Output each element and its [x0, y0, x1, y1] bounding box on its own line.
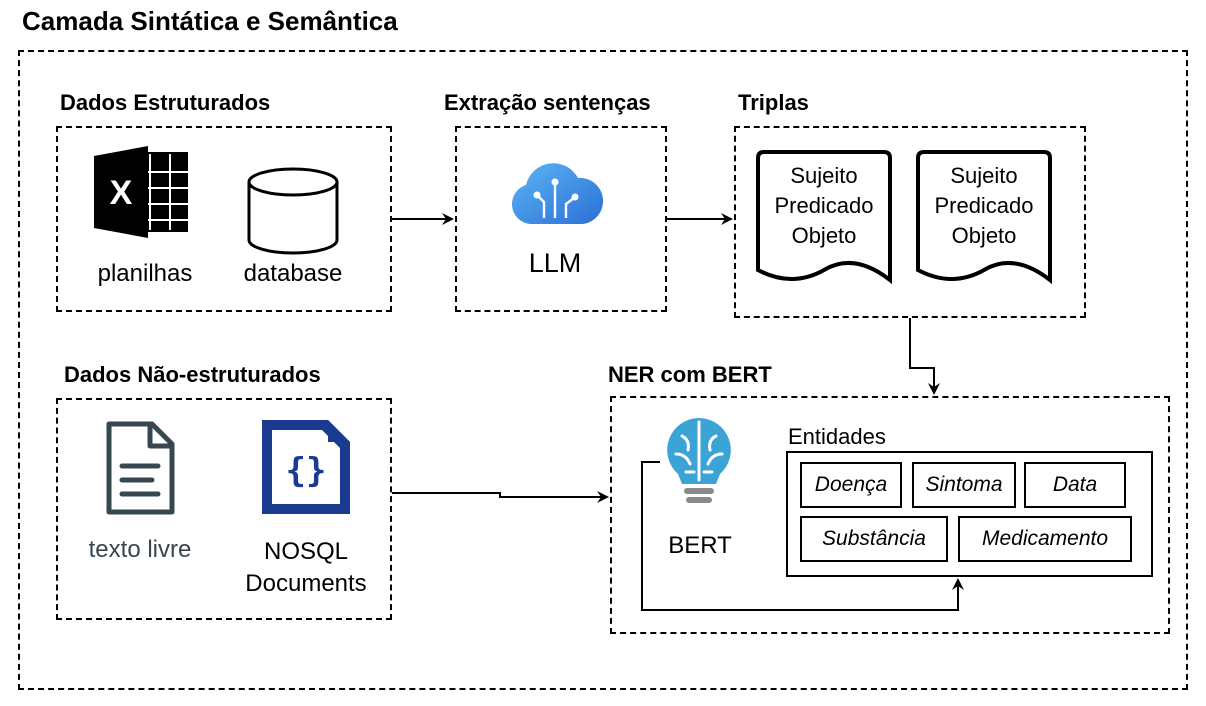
entity-substance: Substância	[800, 516, 948, 562]
triples-title: Triplas	[738, 90, 809, 115]
structured-data-box	[56, 126, 392, 312]
llm-label: LLM	[528, 248, 582, 278]
entities-title: Entidades	[788, 424, 886, 449]
documents-line: Documents	[245, 570, 367, 597]
arrow-unstructured-to-ner	[392, 491, 609, 503]
extraction-title: Extração sentenças	[444, 90, 651, 115]
entities-box	[786, 451, 1153, 577]
database-label: database	[243, 260, 343, 287]
outer-layer-box	[18, 50, 1188, 690]
svg-text:{}: {}	[286, 451, 327, 491]
triple-document-2-shape	[916, 150, 1052, 285]
ner-title: NER com BERT	[608, 362, 772, 387]
object-label: Objeto	[951, 223, 1017, 248]
entity-symptom: Sintoma	[912, 462, 1016, 508]
entity-medication: Medicamento	[958, 516, 1132, 562]
subject-label: Sujeito	[790, 163, 858, 188]
nosql-line: NOSQL	[263, 538, 349, 565]
triple-document-1-shape	[756, 150, 892, 285]
entity-disease: Doença	[800, 462, 902, 508]
text-file-icon	[106, 421, 175, 515]
nosql-documents-label: NOSQL Documents	[236, 536, 376, 600]
predicate-label: Predicado	[934, 193, 1034, 218]
triple-document-1: Sujeito Predicado Objeto	[754, 161, 894, 251]
entity-date: Data	[1024, 462, 1126, 508]
bert-label: BERT	[668, 532, 732, 559]
arrow-triples-to-ner	[909, 318, 940, 395]
brain-lightbulb-icon	[667, 418, 731, 503]
unstructured-data-title: Dados Não-estruturados	[64, 362, 321, 387]
extraction-box	[455, 126, 667, 312]
json-file-icon: {}	[262, 420, 350, 514]
excel-icon: X	[94, 146, 188, 238]
object-label: Objeto	[791, 223, 857, 248]
database-icon	[247, 167, 339, 255]
triples-box	[734, 126, 1086, 318]
arrow-bert-to-entities	[641, 461, 964, 611]
cloud-ai-icon	[511, 163, 604, 224]
ner-box	[610, 396, 1170, 634]
subject-label: Sujeito	[950, 163, 1018, 188]
svg-text:X: X	[110, 174, 133, 212]
structured-data-title: Dados Estruturados	[60, 90, 271, 115]
predicate-label: Predicado	[774, 193, 874, 218]
triple-document-2: Sujeito Predicado Objeto	[914, 161, 1054, 251]
unstructured-data-box	[56, 398, 392, 620]
page-title: Camada Sintática e Semântica	[22, 6, 398, 36]
spreadsheets-label: planilhas	[97, 260, 193, 287]
free-text-label: texto livre	[88, 536, 192, 563]
